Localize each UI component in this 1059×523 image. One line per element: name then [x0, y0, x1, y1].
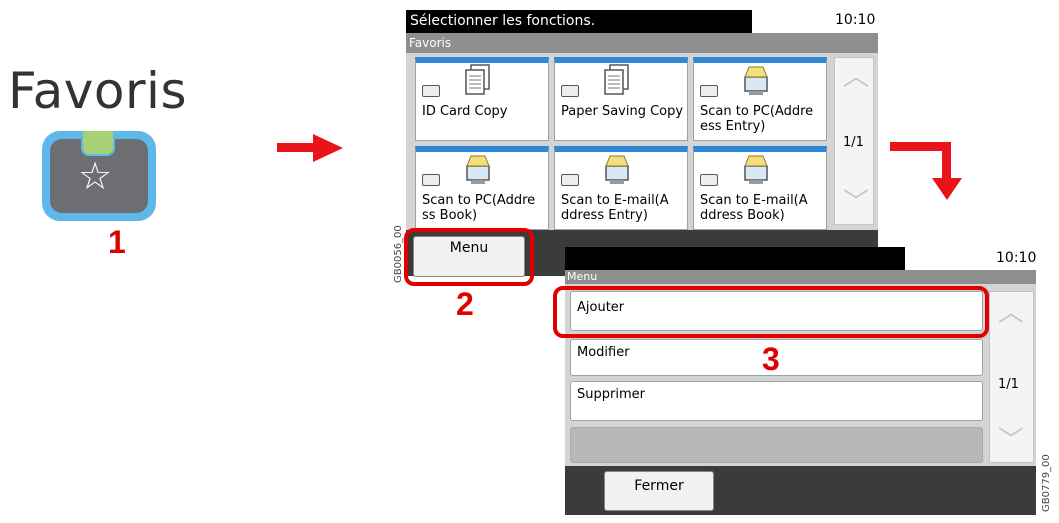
menu-button[interactable]: Menu	[413, 236, 525, 277]
scan-to-email-icon	[605, 155, 629, 184]
screen-header-right	[905, 247, 1036, 270]
single-screen-icon	[422, 85, 440, 97]
favorite-tile-id-card-copy[interactable]: ID Card Copy	[415, 57, 549, 141]
favorite-tile-paper-saving-copy[interactable]: Paper Saving Copy	[554, 57, 688, 141]
figure-code: GB0779_00	[1041, 454, 1052, 512]
arrow-right-down-icon	[890, 142, 950, 151]
menu-item-edit[interactable]: Modifier	[570, 339, 983, 376]
screen-header-right	[752, 10, 878, 33]
tile-label: Scan to PC(Addre ess Entry)	[700, 104, 814, 134]
multi-screen-icon	[700, 85, 718, 97]
menu-item-delete[interactable]: Supprimer	[570, 381, 983, 421]
scan-to-email-icon	[744, 155, 768, 184]
favorite-tile-scan-to-pc-book[interactable]: Scan to PC(Addre ss Book)	[415, 146, 549, 230]
scroll-up-icon[interactable]: ︿	[843, 62, 870, 92]
screen-subheader: Menu	[565, 270, 1036, 284]
copy-document-icon	[465, 64, 490, 95]
clock: 10:10	[835, 12, 876, 28]
tile-label: Scan to E-mail(A ddress Book)	[700, 193, 808, 223]
scroll-up-icon[interactable]: ︿	[998, 298, 1025, 328]
tile-label: Scan to PC(Addre ss Book)	[422, 193, 536, 223]
tile-scrollbar[interactable]	[834, 57, 874, 225]
scan-to-pc-icon	[744, 66, 768, 95]
tile-label: Paper Saving Copy	[561, 104, 684, 119]
status-led-icon	[81, 131, 115, 156]
highlight-add-item	[553, 286, 989, 338]
favorite-tile-scan-to-pc-entry[interactable]: Scan to PC(Addre ess Entry)	[693, 57, 827, 141]
highlight-menu-button	[404, 228, 534, 286]
star-icon: ☆	[78, 154, 113, 198]
step-2-label: 2	[456, 286, 474, 322]
close-button[interactable]: Fermer	[604, 471, 714, 511]
screen-subheader: Favoris	[406, 33, 878, 53]
screen-header	[565, 247, 905, 270]
scroll-down-icon[interactable]: ﹀	[843, 188, 870, 218]
multi-screen-icon	[561, 85, 579, 97]
scan-to-pc-icon	[466, 155, 490, 184]
arrow-right-icon	[277, 143, 315, 152]
menu-item-add[interactable]: Ajouter	[570, 291, 983, 331]
multi-screen-icon	[700, 174, 718, 186]
tile-label: Scan to E-mail(A ddress Entry)	[561, 193, 669, 223]
clock: 10:10	[996, 250, 1037, 266]
page-indicator: 1/1	[843, 135, 864, 150]
copy-document-icon	[604, 64, 629, 95]
multi-screen-icon	[561, 174, 579, 186]
step-3-label: 3	[762, 341, 780, 377]
step-1-label: 1	[108, 224, 126, 260]
arrow-right-head-icon	[313, 134, 343, 162]
favorite-tile-scan-to-email-book[interactable]: Scan to E-mail(A ddress Book)	[693, 146, 827, 230]
arrow-down-shaft	[942, 142, 951, 180]
favorite-tile-scan-to-email-entry[interactable]: Scan to E-mail(A ddress Entry)	[554, 146, 688, 230]
multi-screen-icon	[422, 174, 440, 186]
screen-header: Sélectionner les fonctions.	[406, 10, 752, 33]
tile-label: ID Card Copy	[422, 104, 508, 119]
arrow-down-head-icon	[932, 178, 962, 200]
favorites-key-title: Favoris	[8, 62, 187, 120]
menu-item-empty	[570, 427, 983, 463]
figure-code: GB0056_00	[393, 225, 404, 283]
page-indicator: 1/1	[998, 377, 1019, 392]
scroll-down-icon[interactable]: ﹀	[998, 426, 1025, 456]
menu-scrollbar[interactable]	[989, 291, 1034, 463]
